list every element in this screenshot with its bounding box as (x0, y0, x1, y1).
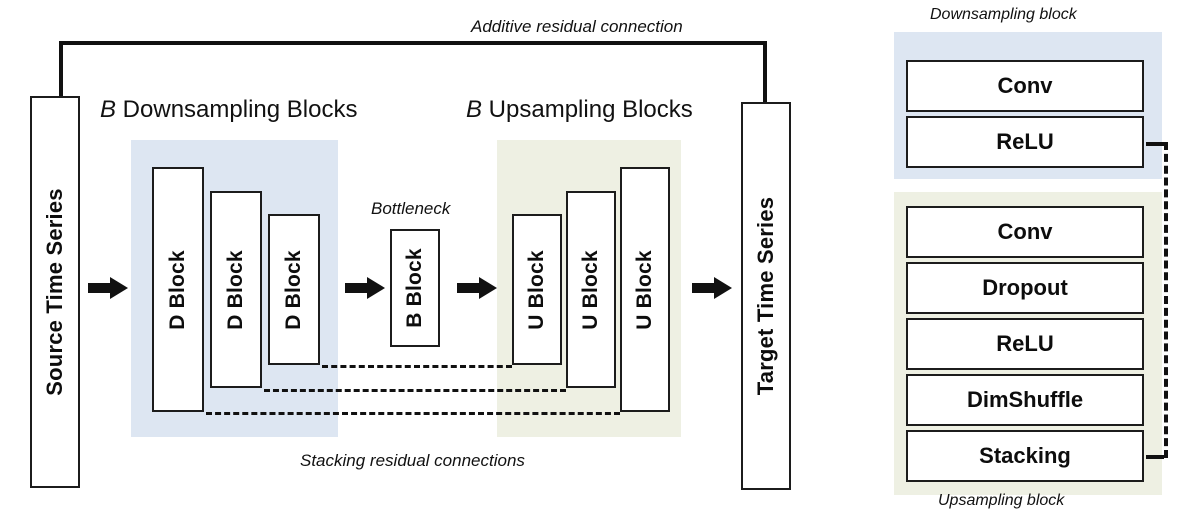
upsampling-legend-row-dropout-label: Dropout (982, 275, 1068, 300)
downsampling-legend-caption: Downsampling block (930, 6, 1077, 23)
upsampling-legend-caption: Upsampling block (938, 492, 1065, 509)
additive-residual-label: Additive residual connection (471, 17, 683, 36)
stacking-residual-line-1 (322, 365, 512, 368)
downsampling-legend-row-relu-label: ReLU (996, 129, 1054, 154)
upsampling-legend-row-relu-label: ReLU (996, 331, 1054, 356)
legend-connector-dashed-line (1164, 142, 1168, 458)
legend-connector-stub-top (1146, 142, 1164, 146)
upsampling-legend-row-conv-label: Conv (997, 219, 1053, 244)
target-time-series-box: Target Time Series (741, 102, 791, 490)
downsampling-title-rest: Downsampling Blocks (116, 96, 358, 123)
arrow-source-to-down-icon (88, 277, 128, 299)
source-time-series-label: Source Time Series (42, 188, 67, 396)
upsampling-section-title: B Upsampling Blocks (466, 96, 693, 124)
upsampling-legend-row-conv: Conv (906, 206, 1144, 258)
additive-residual-right-drop (763, 41, 767, 103)
up-block-2-label: U Block (579, 249, 602, 330)
stacking-residual-line-2 (264, 389, 566, 392)
arrow-down-to-bottleneck-icon (345, 277, 385, 299)
stacking-residual-line-3 (206, 412, 620, 415)
upsampling-title-rest: Upsampling Blocks (482, 96, 693, 123)
down-block-2-label: D Block (224, 249, 247, 330)
up-block-3: U Block (620, 167, 670, 412)
upsampling-legend-row-dimshuffle-label: DimShuffle (966, 387, 1084, 412)
up-block-2: U Block (566, 191, 616, 388)
legend-connector-stub-bottom (1146, 455, 1164, 459)
upsampling-legend-row-stacking-label: Stacking (979, 443, 1071, 468)
stacking-residual-label: Stacking residual connections (300, 451, 525, 470)
up-block-3-label: U Block (633, 249, 656, 330)
down-block-3: D Block (268, 214, 320, 365)
upsampling-title-emphasis: B (466, 96, 483, 123)
down-block-3-label: D Block (282, 249, 305, 330)
arrow-up-to-target-icon (692, 277, 732, 299)
upsampling-legend-row-dropout: Dropout (906, 262, 1144, 314)
additive-residual-left-drop (59, 41, 63, 97)
source-time-series-box: Source Time Series (30, 96, 80, 488)
downsampling-legend-row-conv: Conv (906, 60, 1144, 112)
bottleneck-block: B Block (390, 229, 440, 347)
down-block-2: D Block (210, 191, 262, 388)
downsampling-legend-row-conv-label: Conv (997, 73, 1053, 98)
downsampling-legend-row-relu: ReLU (906, 116, 1144, 168)
downsampling-title-emphasis: B (100, 96, 117, 123)
up-block-1: U Block (512, 214, 562, 365)
target-time-series-label: Target Time Series (753, 196, 778, 396)
down-block-1: D Block (152, 167, 204, 412)
bottleneck-label: Bottleneck (371, 199, 451, 218)
down-block-1-label: D Block (166, 249, 189, 330)
downsampling-section-title: B Downsampling Blocks (100, 96, 357, 124)
upsampling-legend-row-stacking: Stacking (906, 430, 1144, 482)
upsampling-legend-row-relu: ReLU (906, 318, 1144, 370)
up-block-1-label: U Block (525, 249, 548, 330)
bottleneck-block-label: B Block (403, 248, 426, 328)
additive-residual-top-line (59, 41, 767, 45)
arrow-bottleneck-to-up-icon (457, 277, 497, 299)
upsampling-legend-row-dimshuffle: DimShuffle (906, 374, 1144, 426)
